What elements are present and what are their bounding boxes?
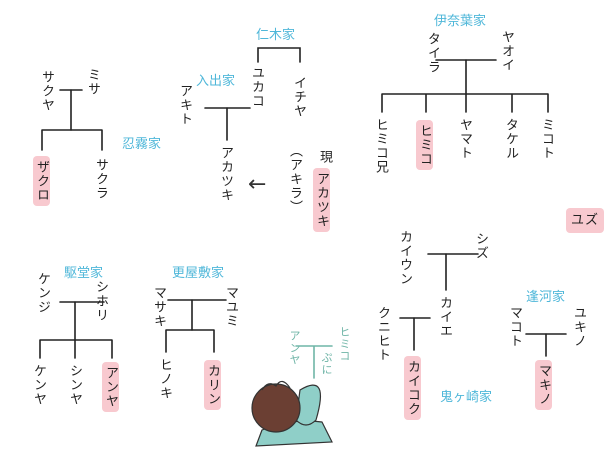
line-shinobu-children <box>41 129 103 151</box>
note-puni: ぷに <box>320 352 333 376</box>
note-himiko: ヒミコ <box>338 326 351 362</box>
person-takeru: タケル <box>503 118 518 160</box>
arrow-left-icon: ← <box>248 172 267 197</box>
person-hinoki: ヒノキ <box>157 358 172 400</box>
person-yukako: ユカコ <box>249 66 264 108</box>
person-makino: マキノ <box>535 360 552 410</box>
person-masaki: マサキ <box>151 286 166 328</box>
person-karin: カリン <box>204 360 221 410</box>
person-akatsuki: アカツキ <box>218 146 233 202</box>
line-inaba-children <box>381 93 549 113</box>
person-akira: （アキラ） <box>287 144 302 214</box>
person-zakuro: ザクロ <box>33 156 50 206</box>
person-kaie: カイエ <box>437 296 452 338</box>
family-label-sarayashiki: 更屋敷家 <box>172 266 225 281</box>
person-kaikoku: カイコク <box>404 356 421 420</box>
family-label-inaba: 伊奈葉家 <box>434 14 487 29</box>
family-label-shinobu: 忍霧家 <box>122 137 162 152</box>
label-gen-prefix: 現 <box>317 150 332 164</box>
line-sarayashiki-children <box>165 329 215 353</box>
person-shinya: シンヤ <box>67 364 82 406</box>
person-yukino: ユキノ <box>571 306 586 348</box>
person-kenji: ケンジ <box>35 272 50 314</box>
person-akito: アキト <box>177 84 192 126</box>
person-shihori: シホリ <box>93 280 108 322</box>
person-shizu: シズ <box>473 232 488 260</box>
person-sakuya: サクヤ <box>39 70 54 112</box>
person-mikoto: ミコト <box>539 118 554 160</box>
family-label-nisemu: 仁木家 <box>256 28 296 43</box>
person-mayumi: マユミ <box>223 286 238 328</box>
person-makoto: マコト <box>507 306 522 348</box>
family-label-onigasaki: 鬼ヶ崎家 <box>440 390 493 405</box>
person-kenya: ケンヤ <box>31 364 46 406</box>
person-himiko: ヒミコ <box>416 120 433 170</box>
family-label-nyude: 入出家 <box>196 74 236 89</box>
person-himiko-ani: ヒミコ兄 <box>373 118 388 174</box>
person-kunihito: クニヒト <box>375 306 390 362</box>
person-yaoi: ヤオイ <box>499 30 514 72</box>
family-label-kudou: 駆堂家 <box>64 266 104 281</box>
line-nisemu-bracket <box>257 47 301 63</box>
person-yamato: ヤマト <box>457 118 472 160</box>
note-anya: アンヤ <box>288 330 301 366</box>
line-kudou-children <box>39 339 113 359</box>
family-label-hougawa: 逢河家 <box>526 290 566 305</box>
person-kaiun: カイウン <box>397 230 412 286</box>
creature-illustration <box>251 380 333 447</box>
person-gen-akatsuki: アカツキ <box>313 168 330 232</box>
person-ichiya: イチヤ <box>291 76 306 118</box>
person-misa: ミサ <box>85 68 100 96</box>
person-anya: アンヤ <box>102 362 119 412</box>
person-yuzu: ユズ <box>566 208 605 233</box>
person-taira: タイラ <box>425 32 440 74</box>
person-sakura: サクラ <box>93 158 108 200</box>
line-note-tree <box>295 345 333 379</box>
